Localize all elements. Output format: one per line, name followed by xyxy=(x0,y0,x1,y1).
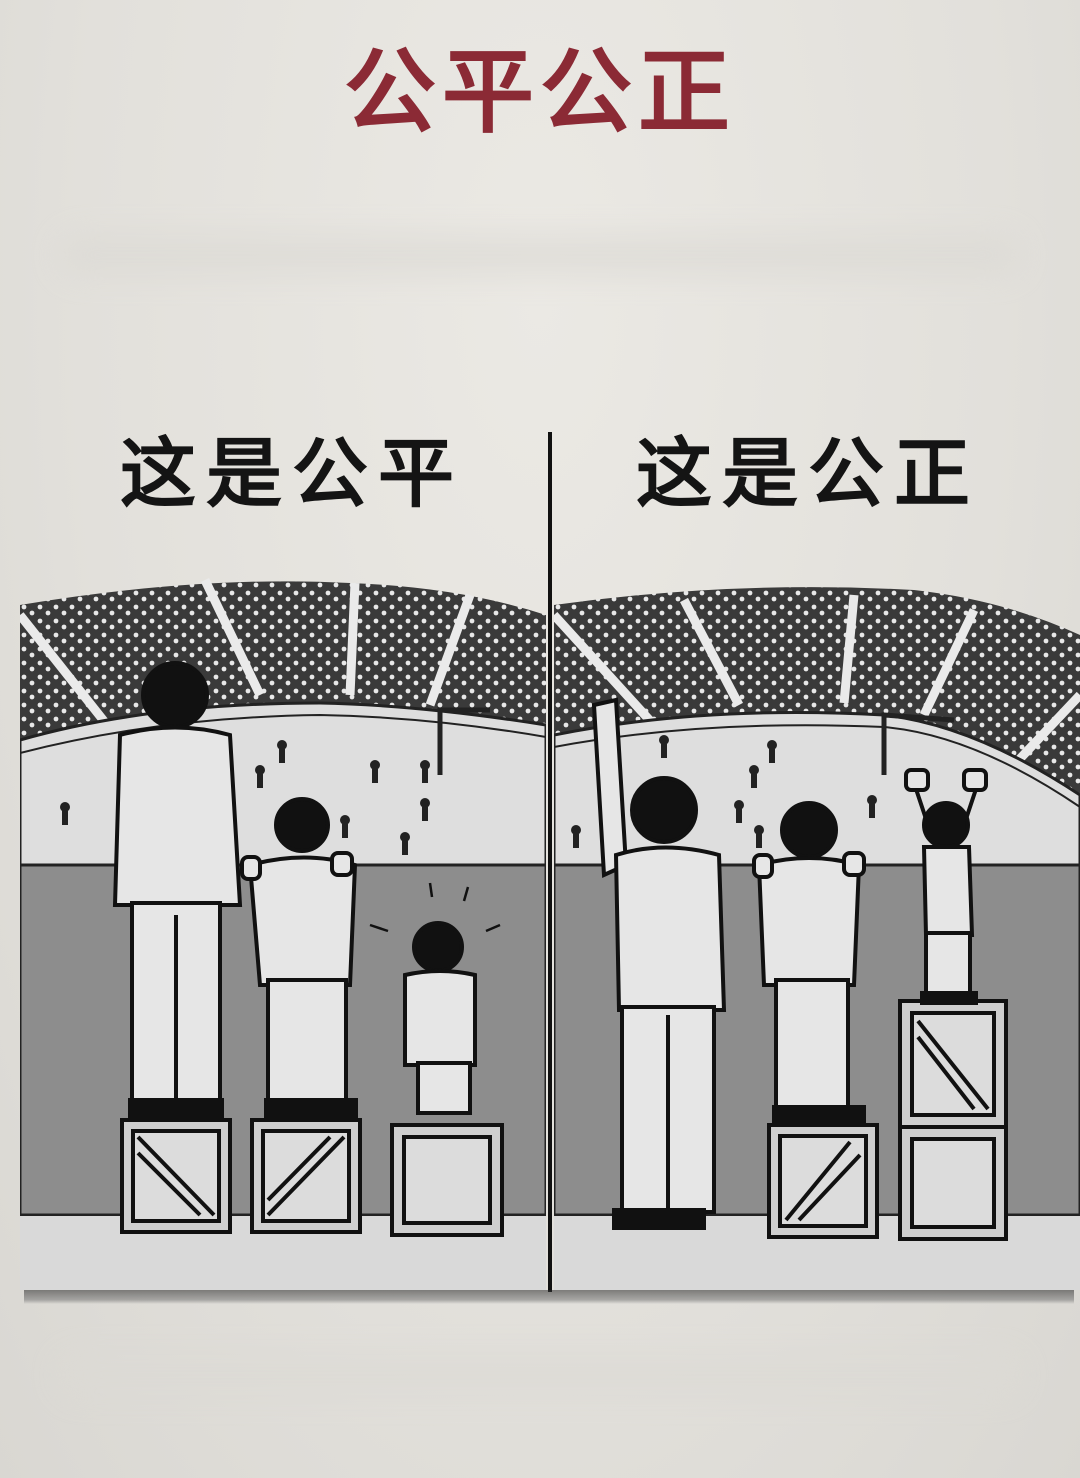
goal-post xyxy=(881,712,955,775)
illustration-equality xyxy=(20,575,546,1290)
small-spectator xyxy=(369,882,501,1115)
medium-spectator xyxy=(240,797,358,1120)
crate xyxy=(120,1118,232,1234)
tiny-players xyxy=(571,735,877,848)
crate xyxy=(390,1123,504,1237)
small-spectator xyxy=(904,768,988,1005)
stadium-crowd xyxy=(554,587,1080,795)
medium-spectator xyxy=(752,801,866,1127)
heading-equality: 这是公平 xyxy=(120,429,464,518)
crate xyxy=(898,1125,1008,1241)
stadium-beams xyxy=(20,578,475,738)
illustration-equity xyxy=(554,575,1080,1290)
book-edge-shadow xyxy=(24,1290,1074,1304)
crate xyxy=(898,999,1008,1129)
tall-spectator xyxy=(591,697,727,1230)
tiny-players xyxy=(60,740,430,855)
blurred-text-band xyxy=(60,235,1020,275)
crate xyxy=(250,1118,362,1234)
page-title: 公平公正 xyxy=(343,39,736,146)
goal-post xyxy=(437,707,490,775)
heading-equity: 这是公正 xyxy=(636,429,980,518)
tall-spectator xyxy=(112,661,243,1122)
crate xyxy=(767,1123,879,1239)
stadium-beams xyxy=(554,594,1080,769)
panel-divider xyxy=(548,432,552,1292)
blurred-text-band xyxy=(60,1355,1020,1395)
